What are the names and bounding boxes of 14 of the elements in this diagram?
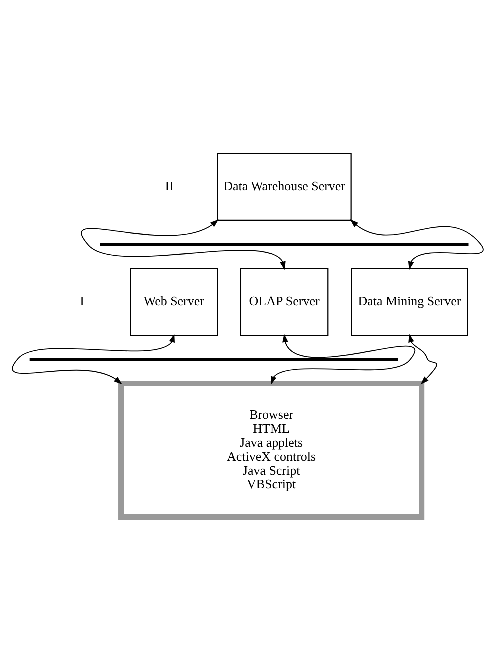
node-bar (100, 243, 469, 246)
arrow (12, 334, 175, 385)
node-box: Browser HTML Java applets ActiveX controls Java Script VBScript (118, 380, 425, 520)
arrow (408, 334, 438, 385)
arrow (270, 334, 416, 386)
node-box: OLAP Server (240, 268, 329, 336)
label: I (80, 294, 85, 309)
node-box: Web Server (130, 268, 218, 336)
node-box: Data Mining Server (351, 268, 468, 336)
label: II (165, 178, 174, 194)
arrow (350, 220, 484, 270)
node-bar (30, 358, 398, 362)
node-box: Data Warehouse Server (217, 153, 352, 222)
arrow (81, 220, 286, 270)
